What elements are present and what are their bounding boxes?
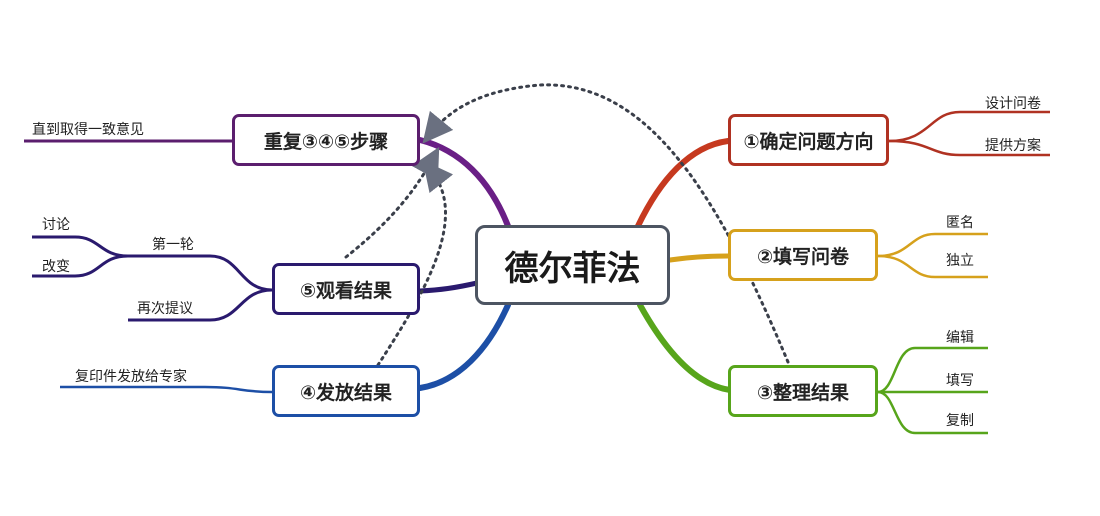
leaf-until-consensus: 直到取得一致意见: [32, 122, 144, 138]
leaf-line-edit: [877, 346, 988, 394]
leaf-line-distribute: [60, 385, 273, 394]
leaf-copy: 复制: [946, 413, 974, 429]
connector-observe: [417, 280, 480, 294]
leaf-line-provide: [888, 139, 1050, 157]
branch-repeat: 重复③④⑤步骤: [232, 114, 420, 166]
connector-fill: [667, 253, 731, 263]
connector-organize: [637, 302, 733, 393]
connector-repeat: [417, 137, 511, 229]
leaf-write: 填写: [946, 373, 974, 389]
leaf-line-anonymous: [877, 232, 988, 258]
leaf-design: 设计问卷: [985, 96, 1041, 112]
dotted-feedback-observe: [344, 146, 440, 259]
leaf-discuss: 讨论: [42, 217, 70, 233]
leaf-line-independent: [877, 254, 988, 279]
connector-determine: [635, 138, 731, 229]
leaf-line-change: [32, 254, 129, 278]
leaf-propose-again: 再次提议: [137, 301, 193, 317]
leaf-line-design: [888, 110, 1050, 143]
leaf-first-round: 第一轮: [152, 237, 194, 253]
branch-organize: ③整理结果: [728, 365, 878, 417]
center-node: 德尔菲法: [475, 225, 670, 305]
leaf-line-discuss: [32, 235, 129, 258]
branch-fill: ②填写问卷: [728, 229, 878, 281]
branch-determine: ①确定问题方向: [728, 114, 889, 166]
leaf-line-first-round: [128, 254, 273, 292]
leaf-change: 改变: [42, 259, 70, 275]
leaf-independent: 独立: [946, 253, 974, 269]
dotted-feedback-distribute: [376, 160, 454, 367]
connector-distribute: [417, 302, 511, 391]
leaf-distribute-copies: 复印件发放给专家: [75, 369, 187, 385]
branch-distribute: ④发放结果: [272, 365, 420, 417]
leaf-edit: 编辑: [946, 330, 974, 346]
branch-observe: ⑤观看结果: [272, 263, 420, 315]
leaf-provide: 提供方案: [985, 138, 1041, 154]
leaf-line-proposal: [128, 288, 273, 322]
leaf-anonymous: 匿名: [946, 215, 974, 231]
leaf-line-copy: [877, 390, 988, 435]
